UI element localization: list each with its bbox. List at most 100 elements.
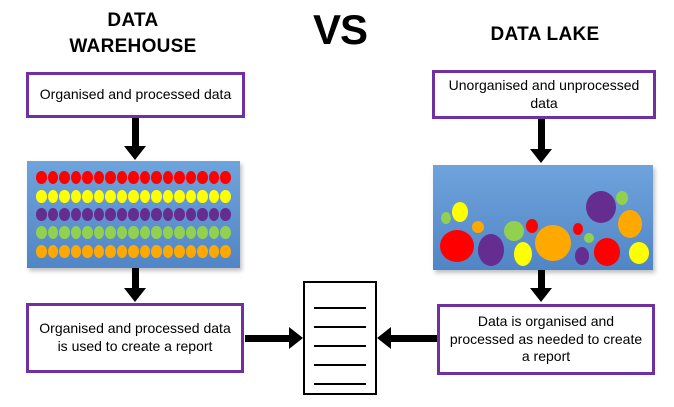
data-dot: [116, 226, 128, 240]
data-dot: [116, 189, 128, 203]
dot-row: [27, 226, 240, 240]
arrow-stem: [537, 270, 545, 288]
report-icon: [303, 281, 377, 395]
data-blob: [575, 247, 589, 265]
data-dot: [197, 171, 208, 185]
data-dot: [151, 189, 162, 203]
data-dot: [47, 226, 59, 240]
data-dot: [47, 244, 59, 258]
data-dot: [174, 226, 185, 240]
data-dot: [197, 207, 208, 221]
report-line: [314, 307, 366, 309]
data-dot: [105, 171, 116, 185]
arrow-head: [377, 327, 391, 349]
data-dot: [93, 226, 105, 240]
data-dot: [162, 189, 174, 203]
data-dot: [105, 207, 116, 221]
dot-row: [27, 171, 240, 185]
lake-pool: [433, 165, 653, 270]
data-dot: [139, 207, 151, 221]
vs-label: VS: [312, 6, 368, 53]
data-dot: [93, 171, 105, 185]
report-line: [314, 326, 366, 328]
data-dot: [208, 226, 220, 240]
data-blob: [629, 242, 649, 264]
arrow-down-warehouse-top-icon: [124, 118, 146, 160]
data-dot: [185, 207, 197, 221]
arrow-stem: [245, 334, 289, 342]
data-dot: [105, 226, 116, 240]
data-dot: [174, 244, 185, 258]
data-blob: [616, 191, 628, 205]
data-dot: [174, 171, 185, 185]
data-blob: [594, 238, 620, 266]
data-dot: [59, 189, 70, 203]
data-dot: [93, 189, 105, 203]
arrow-right-to-report-icon: [245, 327, 303, 349]
data-dot: [59, 226, 70, 240]
data-dot: [208, 171, 220, 185]
data-dot: [185, 226, 197, 240]
data-dot: [139, 244, 151, 258]
data-dot: [197, 189, 208, 203]
data-blob: [618, 210, 642, 238]
arrow-down-lake-bottom-icon: [530, 270, 552, 302]
data-dot: [162, 244, 174, 258]
data-dot: [139, 189, 151, 203]
data-blob: [573, 223, 583, 235]
arrow-head: [124, 146, 146, 160]
data-dot: [47, 189, 59, 203]
data-dot: [151, 226, 162, 240]
data-dot: [93, 244, 105, 258]
report-line: [314, 364, 366, 366]
data-dot: [70, 244, 82, 258]
data-dot: [59, 171, 70, 185]
data-dot: [208, 244, 220, 258]
arrow-stem: [537, 119, 545, 149]
dot-row: [27, 189, 240, 203]
data-dot: [128, 244, 139, 258]
arrow-head: [530, 288, 552, 302]
data-dot: [128, 189, 139, 203]
arrow-stem: [391, 334, 437, 342]
data-blob: [441, 212, 451, 224]
data-dot: [47, 171, 59, 185]
warehouse-bottom-box: Organised and processed data is used to …: [26, 303, 244, 373]
data-dot: [82, 244, 93, 258]
data-dot: [36, 226, 47, 240]
data-dot: [116, 244, 128, 258]
warehouse-pool: [27, 161, 240, 268]
data-dot: [139, 171, 151, 185]
warehouse-dot-grid: [27, 161, 240, 268]
data-dot: [128, 207, 139, 221]
lake-bottom-box: Data is organised and processed as neede…: [437, 304, 655, 375]
data-dot: [162, 226, 174, 240]
right-column-title: DATA LAKE: [490, 24, 600, 45]
arrow-head: [530, 149, 552, 163]
data-blob: [584, 233, 594, 243]
data-dot: [36, 189, 47, 203]
data-blob: [514, 242, 532, 266]
data-dot: [128, 226, 139, 240]
data-dot: [185, 189, 197, 203]
data-dot: [208, 207, 220, 221]
data-dot: [59, 207, 70, 221]
arrow-down-warehouse-bottom-icon: [124, 268, 146, 302]
warehouse-top-box: Organised and processed data: [26, 72, 245, 118]
data-dot: [116, 207, 128, 221]
data-dot: [139, 226, 151, 240]
data-dot: [128, 171, 139, 185]
data-blob: [440, 230, 474, 262]
data-dot: [36, 171, 47, 185]
data-dot: [220, 207, 231, 221]
data-dot: [105, 189, 116, 203]
data-dot: [70, 226, 82, 240]
data-blob: [535, 225, 571, 261]
data-dot: [220, 244, 231, 258]
data-dot: [185, 171, 197, 185]
data-blob: [478, 234, 504, 266]
data-dot: [220, 226, 231, 240]
data-dot: [82, 207, 93, 221]
data-blob: [472, 221, 484, 233]
